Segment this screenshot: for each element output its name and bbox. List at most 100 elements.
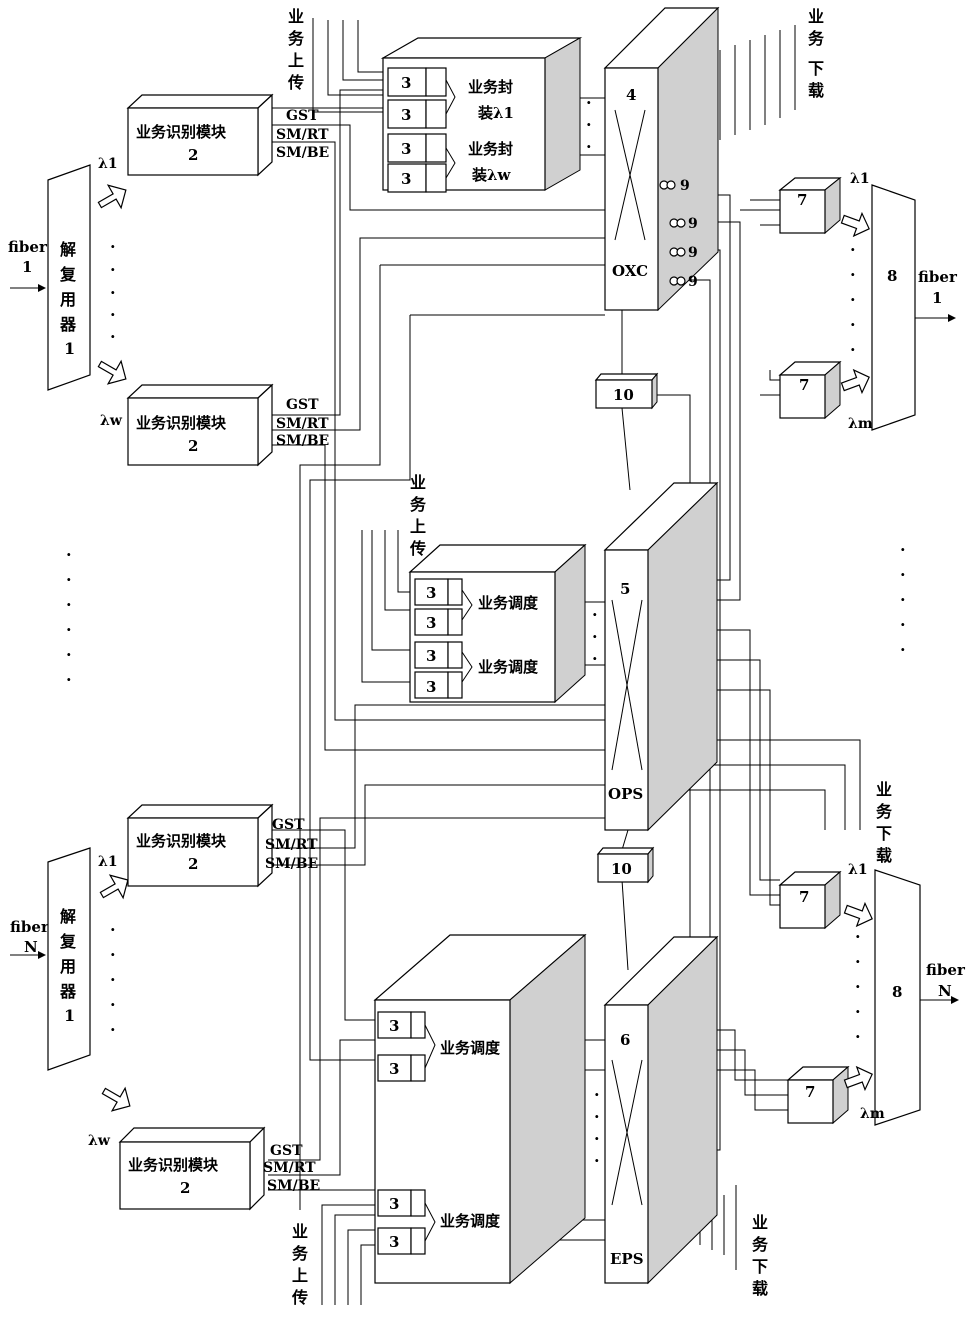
svg-text:·: ·	[110, 237, 116, 256]
svg-text:8: 8	[887, 267, 897, 285]
svg-text:SM/RT: SM/RT	[265, 837, 318, 853]
demux-top: 解 复 用 器 1	[48, 165, 90, 390]
svg-text:GST: GST	[272, 817, 305, 833]
svg-text:GST: GST	[286, 108, 319, 124]
svg-text:N: N	[938, 982, 952, 1000]
svg-text:·: ·	[586, 137, 592, 156]
svg-text:SM/RT: SM/RT	[276, 127, 329, 143]
svg-text:业务识别模块: 业务识别模块	[128, 1156, 219, 1174]
svg-text:业务调度: 业务调度	[440, 1039, 501, 1057]
svg-text:·: ·	[110, 970, 116, 989]
svg-text:·: ·	[66, 595, 72, 614]
svg-text:3: 3	[401, 74, 411, 92]
svg-text:SM/BE: SM/BE	[276, 433, 329, 449]
svg-text:9: 9	[688, 274, 698, 290]
svg-text:EPS: EPS	[610, 1250, 644, 1268]
svg-text:·: ·	[592, 649, 598, 668]
demux-bottom: 解 复 用 器 1	[48, 848, 90, 1070]
encapsulation-block: 3 3 3 3 业务封 装λ1 业务封 装λw · · ·	[383, 38, 592, 192]
svg-text:λw: λw	[100, 413, 123, 429]
wavelength-converter-7-b: 7	[780, 362, 840, 418]
svg-text:10: 10	[613, 386, 634, 404]
svg-text:3: 3	[426, 584, 436, 602]
svg-text:λw: λw	[88, 1133, 111, 1149]
svg-text:·: ·	[110, 995, 116, 1014]
svg-text:器: 器	[59, 982, 77, 1001]
svg-text:·: ·	[66, 670, 72, 689]
svg-text:·: ·	[110, 305, 116, 324]
svg-text:解: 解	[60, 907, 76, 926]
svg-text:N: N	[24, 938, 38, 956]
svg-text:5: 5	[620, 580, 630, 598]
ellipsis-right: · · · · ·	[900, 540, 906, 659]
svg-text:1: 1	[932, 289, 942, 307]
svg-text:务: 务	[410, 495, 427, 514]
svg-text:器: 器	[59, 315, 77, 334]
svg-text:·: ·	[110, 945, 116, 964]
svg-text:·: ·	[850, 315, 856, 334]
svg-text:4: 4	[626, 86, 636, 104]
svg-text:7: 7	[797, 191, 807, 209]
svg-text:3: 3	[389, 1017, 399, 1035]
svg-text:9: 9	[688, 245, 698, 261]
svg-text:·: ·	[586, 115, 592, 134]
svg-text:业务识别模块: 业务识别模块	[136, 414, 227, 432]
wavelength-converter-7-c: 7	[780, 872, 840, 928]
id-module-bottom-1: 业务识别模块 2 GST SM/RT SM/BE	[128, 805, 318, 886]
svg-text:复: 复	[59, 932, 77, 951]
svg-text:上: 上	[288, 51, 304, 70]
download-right: 业 务 下 载	[876, 780, 893, 865]
svg-text:·: ·	[850, 240, 856, 259]
svg-text:业务识别模块: 业务识别模块	[136, 123, 227, 141]
svg-text:·: ·	[900, 615, 906, 634]
converter-10-upper: 10	[596, 374, 657, 408]
svg-text:fiber: fiber	[10, 918, 50, 936]
download-bottom: 业 务 下 载	[752, 1213, 769, 1298]
ops-switch: 5 OPS	[605, 483, 717, 830]
svg-text:业: 业	[808, 7, 824, 26]
id-module-top-1: 业务识别模块 2 GST SM/RT SM/BE	[128, 95, 329, 175]
scheduling-block-middle: 3 3 3 3 业务调度 业务调度 · · ·	[410, 545, 598, 702]
combiner-8-bottom: 8 λ1 · · · · · λm fiber N	[842, 862, 966, 1125]
svg-text:·: ·	[855, 1002, 861, 1021]
svg-text:务: 务	[876, 802, 893, 821]
svg-text:业务封: 业务封	[468, 140, 513, 158]
converter-10-lower: 10	[598, 848, 653, 882]
svg-text:务: 务	[752, 1235, 769, 1254]
download-top: 业 务 下 载	[808, 7, 825, 100]
svg-text:7: 7	[805, 1083, 815, 1101]
svg-text:3: 3	[389, 1233, 399, 1251]
svg-text:λm: λm	[860, 1106, 885, 1122]
demux-bottom-outputs: λ1 · · · · · λw	[88, 854, 136, 1149]
svg-text:下: 下	[752, 1257, 768, 1276]
combiner-8-top: 8 λ1 · · · · · λm fiber 1	[839, 171, 958, 432]
upload-middle: 业 务 上 传	[409, 473, 427, 558]
svg-text:·: ·	[66, 645, 72, 664]
svg-text:GST: GST	[286, 397, 319, 413]
ellipsis-left: · · · · · ·	[66, 545, 72, 689]
svg-text:3: 3	[401, 106, 411, 124]
svg-text:·: ·	[855, 1027, 861, 1046]
svg-text:上: 上	[410, 517, 426, 536]
svg-text:上: 上	[292, 1266, 308, 1285]
svg-text:3: 3	[389, 1195, 399, 1213]
svg-text:OXC: OXC	[612, 262, 648, 280]
svg-text:·: ·	[66, 545, 72, 564]
svg-text:业务封: 业务封	[468, 78, 513, 96]
svg-text:业: 业	[288, 7, 304, 26]
svg-text:业务调度: 业务调度	[478, 594, 539, 612]
svg-text:务: 务	[808, 29, 825, 48]
svg-text:·: ·	[592, 627, 598, 646]
svg-text:9: 9	[688, 216, 698, 232]
fiber-N-input: fiber N	[10, 918, 50, 956]
svg-text:装λ1: 装λ1	[477, 104, 514, 122]
svg-text:·: ·	[855, 927, 861, 946]
svg-text:·: ·	[594, 1129, 600, 1148]
fiber-1-input: fiber 1	[8, 238, 48, 288]
demux-top-outputs: λ1 · · · · · λw	[93, 156, 132, 429]
svg-text:SM/BE: SM/BE	[276, 145, 329, 161]
svg-text:3: 3	[426, 614, 436, 632]
fiber-1-in-label: fiber	[8, 238, 48, 256]
id-module-bottom-2: 业务识别模块 2 GST SM/RT SM/BE	[120, 1128, 320, 1209]
svg-text:载: 载	[752, 1279, 768, 1298]
